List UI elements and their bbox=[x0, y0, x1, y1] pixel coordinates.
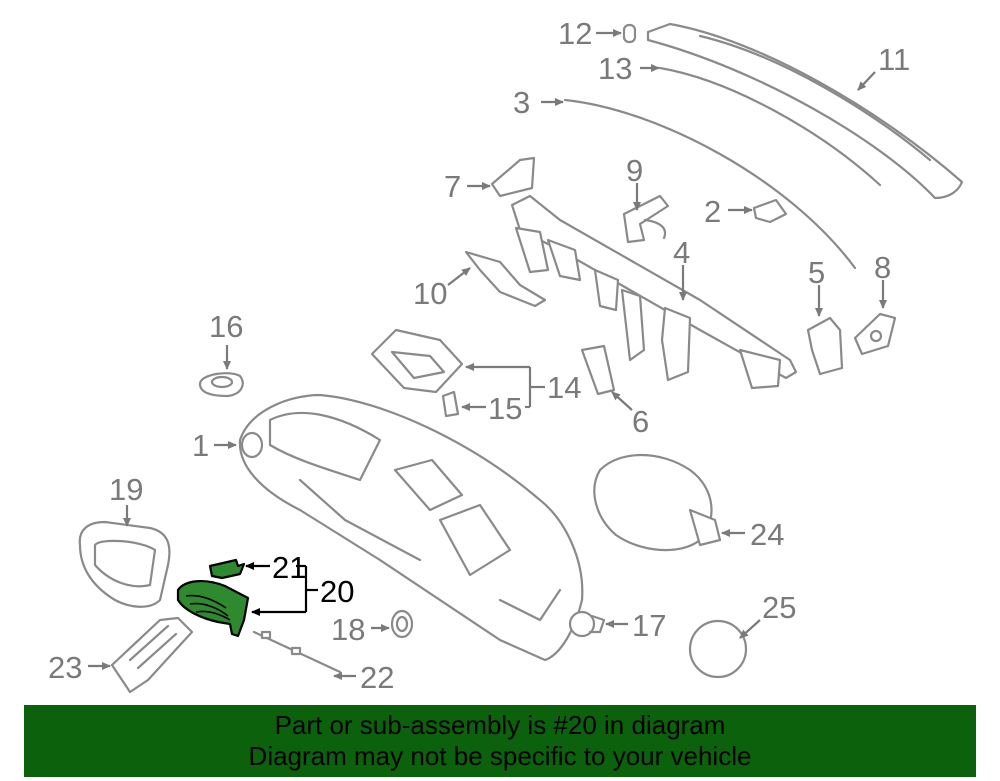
callout-17: 17 bbox=[632, 608, 666, 643]
part-16-trim-ring bbox=[198, 345, 244, 398]
callout-10: 10 bbox=[413, 276, 447, 311]
callout-21: 21 bbox=[272, 550, 306, 585]
part-23-duct bbox=[88, 616, 194, 694]
part-2-bracket bbox=[728, 198, 788, 224]
part-24-air-bag bbox=[593, 454, 745, 552]
callout-11: 11 bbox=[878, 42, 910, 77]
callout-6: 6 bbox=[632, 404, 649, 439]
part-18-grommet bbox=[371, 609, 414, 639]
callout-2: 2 bbox=[704, 194, 721, 229]
part-4-crossmember bbox=[510, 194, 798, 390]
part-20-air-vent-assembly bbox=[176, 564, 318, 638]
part-12-clip bbox=[596, 23, 637, 44]
callout-3: 3 bbox=[513, 85, 530, 120]
part-9-bracket bbox=[622, 183, 670, 244]
part-11-defroster-grille bbox=[646, 22, 964, 200]
callout-5: 5 bbox=[808, 255, 825, 290]
callout-8: 8 bbox=[874, 250, 891, 285]
callout-14: 14 bbox=[547, 370, 581, 405]
notice-banner: Part or sub-assembly is #20 in diagram D… bbox=[24, 705, 976, 777]
callout-22: 22 bbox=[360, 660, 394, 695]
callout-25: 25 bbox=[762, 590, 796, 625]
notice-line-part: Part or sub-assembly is #20 in diagram bbox=[274, 710, 726, 740]
callout-19: 19 bbox=[109, 472, 143, 507]
callout-9: 9 bbox=[626, 153, 643, 188]
part-15-clip bbox=[441, 390, 530, 418]
part-21-bracket bbox=[208, 558, 270, 580]
part-17-switch bbox=[568, 610, 628, 638]
callout-18: 18 bbox=[331, 612, 365, 647]
part-6-bracket bbox=[580, 344, 633, 411]
callout-7: 7 bbox=[444, 169, 461, 204]
part-8-bracket bbox=[853, 280, 897, 356]
callout-20: 20 bbox=[320, 574, 354, 609]
part-14-glove-box bbox=[370, 328, 545, 407]
callout-23: 23 bbox=[48, 650, 82, 685]
callout-12: 12 bbox=[558, 16, 592, 51]
callout-1: 1 bbox=[192, 428, 209, 463]
part-7-duct bbox=[467, 156, 536, 198]
callout-4: 4 bbox=[673, 235, 690, 270]
callout-16: 16 bbox=[209, 309, 243, 344]
notice-line-disclaimer: Diagram may not be specific to your vehi… bbox=[248, 741, 752, 771]
part-1-instrument-panel bbox=[214, 393, 584, 662]
part-5-bracket bbox=[806, 285, 844, 376]
part-3-molding bbox=[541, 98, 857, 270]
exploded-parts-diagram: 12 11 13 3 9 7 2 4 5 8 10 16 14 15 6 1 1… bbox=[48, 16, 964, 695]
part-25-cover bbox=[688, 619, 761, 679]
part-19-cluster-bezel bbox=[78, 505, 171, 608]
part-13-molding bbox=[640, 64, 882, 187]
callout-24: 24 bbox=[750, 517, 784, 552]
part-10-bracket bbox=[447, 250, 547, 308]
callout-15: 15 bbox=[488, 391, 522, 426]
callout-13: 13 bbox=[598, 51, 632, 86]
part-22-rod bbox=[252, 630, 356, 680]
